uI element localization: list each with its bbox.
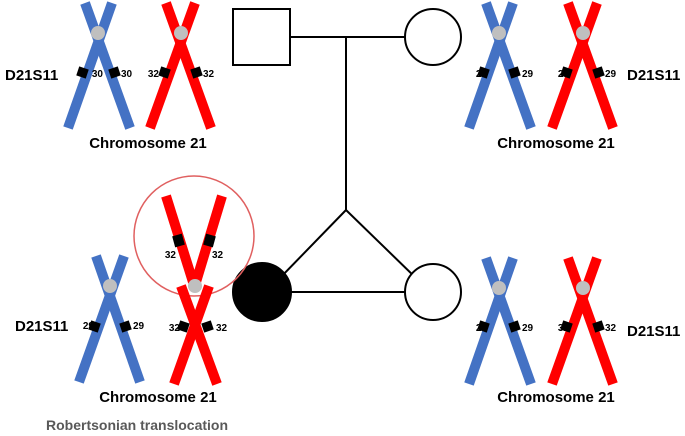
unaffected-twin-chromosome-red xyxy=(547,256,618,386)
affected-twin-circle xyxy=(232,262,292,322)
mother-blue-allele-left: 29 xyxy=(476,69,488,80)
unaffected-twin-chromosome-blue xyxy=(464,256,536,386)
mother-marker-label: D21S11 xyxy=(627,67,680,84)
affected-twin-chromosome-blue xyxy=(74,254,145,384)
affected-twin-chromosome-red xyxy=(169,279,222,386)
centromere xyxy=(492,281,506,295)
father-red-allele-left: 32 xyxy=(148,69,160,80)
father-red-allele-right: 32 xyxy=(203,69,215,80)
translocated-allele-left: 32 xyxy=(165,250,177,261)
centromere xyxy=(103,279,117,293)
mother-red-allele-right: 29 xyxy=(605,69,617,80)
mother-karyotype: 29 29 29 29 D21S11 Chromosome 21 xyxy=(464,1,680,152)
father-marker-label: D21S11 xyxy=(5,67,58,84)
father-square xyxy=(232,8,291,66)
father-chromosome-label: Chromosome 21 xyxy=(89,135,207,152)
affected-red-allele-right: 32 xyxy=(216,323,228,334)
affected-red-allele-left: 32 xyxy=(169,323,181,334)
affected-chromosome-label: Chromosome 21 xyxy=(99,389,217,406)
mother-circle xyxy=(404,8,462,66)
mother-chromosome-blue xyxy=(464,1,536,130)
affected-blue-allele-right: 29 xyxy=(133,321,145,332)
mother-blue-allele-right: 29 xyxy=(522,69,534,80)
father-blue-allele-left: 30 xyxy=(92,69,104,80)
unaffected-blue-allele-left: 29 xyxy=(476,323,488,334)
unaffected-marker-label: D21S11 xyxy=(627,323,680,340)
translocation-note: Robertsonian translocation xyxy=(46,417,228,433)
father-blue-allele-right: 30 xyxy=(121,69,133,80)
unaffected-red-allele-right: 32 xyxy=(605,323,617,334)
translocated-allele-right: 32 xyxy=(212,250,224,261)
father-karyotype: 30 30 32 32 D21S11 Chromosome 21 xyxy=(5,1,216,152)
twin-line-left xyxy=(277,209,347,281)
mother-red-allele-left: 29 xyxy=(558,69,570,80)
unaffected-chromosome-label: Chromosome 21 xyxy=(497,389,615,406)
translocation-highlight-circle xyxy=(133,175,255,297)
affected-twin-karyotype: 32 32 29 29 32 32 D21S11 Chromosome 21 xyxy=(15,194,228,406)
unaffected-twin-karyotype: 29 29 32 32 D21S11 Chromosome 21 xyxy=(464,256,680,406)
centromere xyxy=(91,26,105,40)
centromere xyxy=(492,26,506,40)
unaffected-twin-circle xyxy=(404,263,462,321)
pedigree-lines xyxy=(277,36,419,293)
father-chromosome-red xyxy=(145,1,216,130)
twin-line-right xyxy=(345,209,419,281)
unaffected-blue-allele-right: 29 xyxy=(522,323,534,334)
mother-chromosome-label: Chromosome 21 xyxy=(497,135,615,152)
mother-chromosome-red xyxy=(547,1,618,130)
translocated-chromosome-red xyxy=(161,194,227,284)
affected-marker-label: D21S11 xyxy=(15,318,68,335)
centromere xyxy=(188,279,202,293)
affected-blue-allele-left: 29 xyxy=(83,321,95,332)
centromere xyxy=(576,281,590,295)
centromere xyxy=(576,26,590,40)
unaffected-red-allele-left: 32 xyxy=(558,323,570,334)
centromere xyxy=(174,26,188,40)
father-chromosome-blue xyxy=(63,1,135,130)
